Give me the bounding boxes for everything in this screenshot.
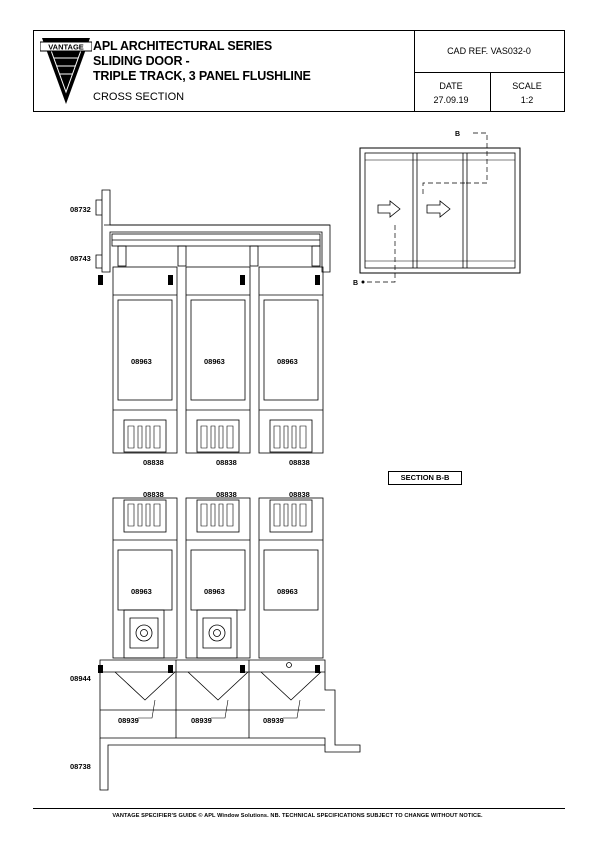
code-interlock-top-1: 08838 (143, 458, 164, 467)
code-interlock-top-2: 08838 (216, 458, 237, 467)
code-sill-track-1: 08939 (118, 716, 139, 725)
vantage-logo: VANTAGE (40, 38, 92, 104)
roller-assemblies (123, 609, 238, 659)
code-interlock-top-3: 08838 (289, 458, 310, 467)
scale-value: 1:2 (520, 95, 534, 105)
section-marker-bottom: B (353, 280, 358, 287)
title-line-2: SLIDING DOOR - (93, 54, 190, 68)
title-block-cell-divider (490, 72, 491, 111)
code-interlock-bottom-3: 08838 (289, 490, 310, 499)
code-stile-bottom-2: 08963 (204, 587, 225, 596)
code-interlock-bottom-2: 08838 (216, 490, 237, 499)
footer-rule (33, 808, 565, 809)
code-sill-track-2: 08939 (191, 716, 212, 725)
date-label: DATE (439, 81, 463, 91)
code-stile-top-1: 08963 (131, 357, 152, 366)
code-head-inner: 08743 (70, 254, 91, 263)
title-block-row-divider (414, 72, 564, 73)
code-sill-track-3: 08939 (263, 716, 284, 725)
code-stile-bottom-1: 08963 (131, 587, 152, 596)
title-block (33, 30, 565, 112)
date-value: 27.09.19 (433, 95, 469, 105)
title-line-1: APL ARCHITECTURAL SERIES (93, 39, 273, 53)
section-label: SECTION B-B (388, 471, 462, 485)
code-sill-base: 08738 (70, 762, 91, 771)
code-stile-top-2: 08963 (204, 357, 225, 366)
scale-label: SCALE (512, 81, 542, 91)
code-head-outer: 08732 (70, 205, 91, 214)
footer-disclaimer: VANTAGE SPECIFIER'S GUIDE © APL Window S… (112, 813, 483, 819)
code-sill-adaptor: 08944 (70, 674, 91, 683)
top-stiles (112, 266, 324, 454)
head-frame (95, 189, 331, 273)
code-stile-bottom-3: 08963 (277, 587, 298, 596)
logo-text: VANTAGE (48, 43, 84, 52)
bottom-stiles (112, 497, 324, 659)
subtitle: CROSS SECTION (93, 91, 185, 103)
title-line-3: TRIPLE TRACK, 3 PANEL FLUSHLINE (93, 69, 311, 83)
section-marker-top: B (455, 131, 460, 138)
code-stile-top-3: 08963 (277, 357, 298, 366)
cad-ref: CAD REF. VAS032-0 (447, 46, 531, 56)
title-block-divider (414, 31, 415, 111)
code-interlock-bottom-1: 08838 (143, 490, 164, 499)
sill-frame (99, 659, 361, 791)
elevation-key: B B (353, 131, 521, 287)
